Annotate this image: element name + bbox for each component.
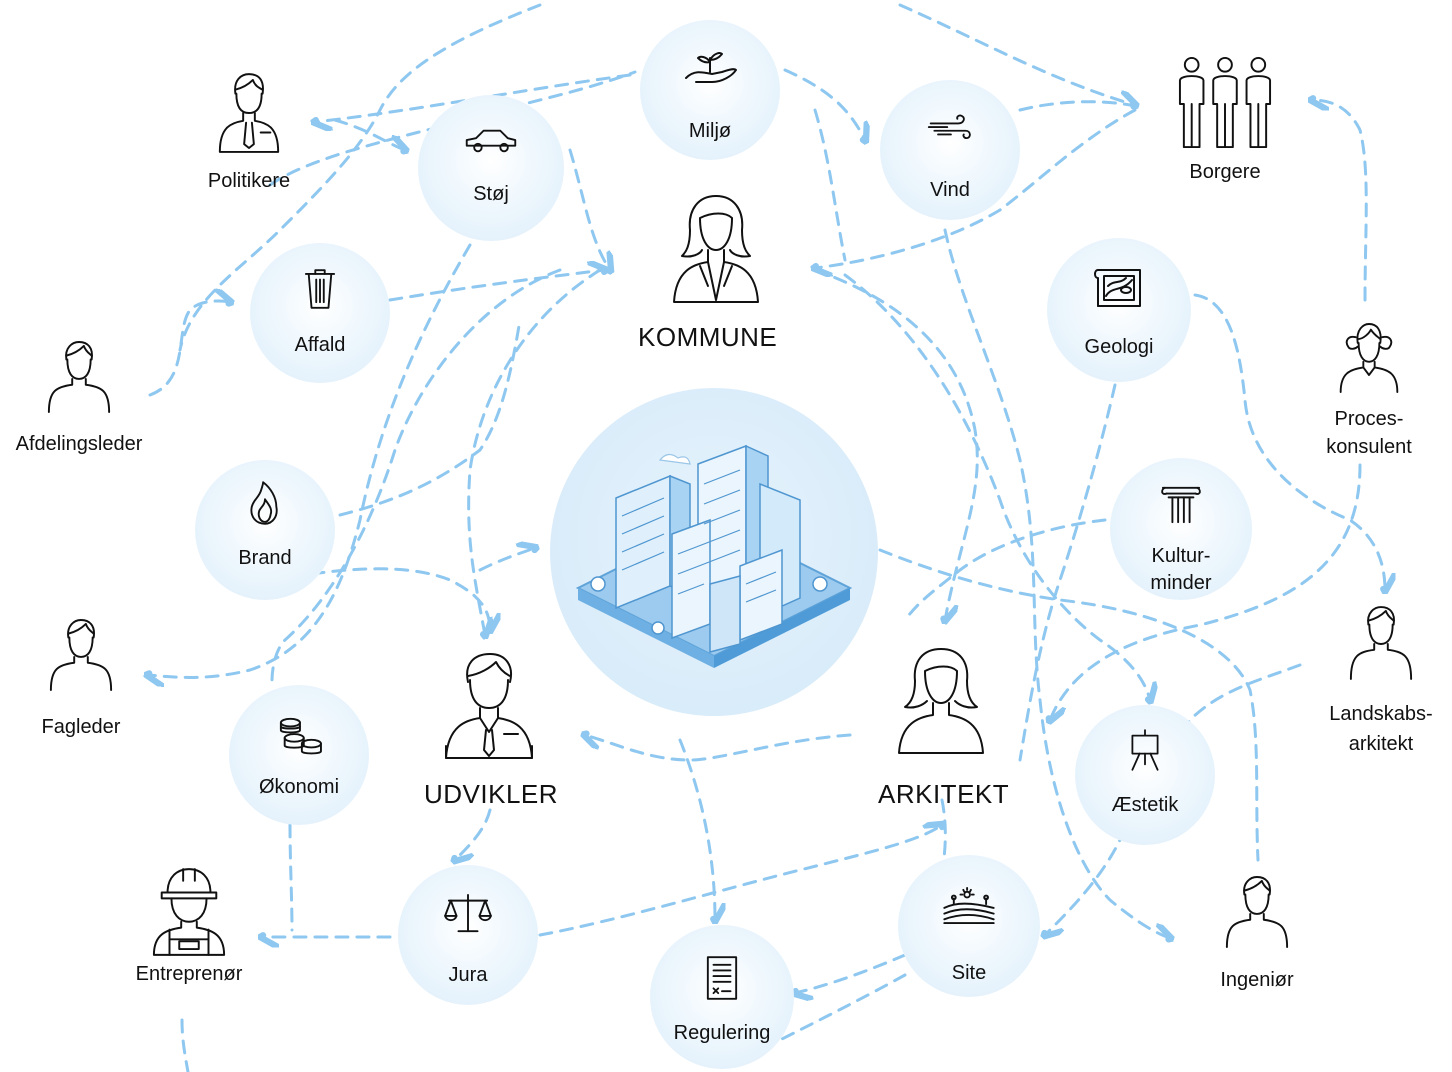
person-landskabsarkitekt: Landskabs- arkitekt	[1320, 605, 1442, 756]
topic-label: Regulering	[673, 1022, 771, 1044]
topic-regulering: Regulering	[650, 925, 794, 1069]
topic-stoj: Støj	[418, 95, 564, 241]
topic-label: Kultur-	[1151, 545, 1211, 567]
topic-miljo: Miljø	[640, 20, 780, 160]
topic-label: Geologi	[1084, 336, 1154, 358]
group-people-icon	[1178, 56, 1272, 149]
person-icon	[49, 619, 113, 691]
topic-brand: Brand	[195, 460, 335, 600]
wind-icon	[927, 114, 971, 140]
landscape-icon	[943, 887, 995, 925]
topic-label: Brand	[238, 547, 292, 569]
city-center-bubble	[550, 388, 878, 716]
topic-label: Affald	[294, 334, 346, 356]
person-borgere: Borgere	[1160, 55, 1290, 184]
woman-kommune-icon	[673, 195, 759, 303]
topic-label: Jura	[448, 964, 488, 986]
person-proceskonsulent: Proces- konsulent	[1310, 322, 1428, 459]
map-scroll-icon	[1094, 269, 1141, 307]
scales-icon	[444, 893, 492, 933]
udvikler-label: UDVIKLER	[424, 779, 559, 809]
person-label: Borgere	[1189, 161, 1261, 183]
person-politikere: Politikere	[190, 72, 308, 193]
topic-label: Æstetik	[1111, 794, 1179, 816]
topic-label: minder	[1150, 572, 1212, 594]
person-label: Politikere	[207, 170, 291, 192]
topic-label: Miljø	[688, 120, 732, 142]
person-label: Entreprenør	[135, 963, 243, 985]
topic-label: Site	[951, 962, 987, 984]
coins-icon	[279, 717, 322, 755]
person-label: Ingeniør	[1220, 969, 1294, 991]
arkitekt-label: ARKITEKT	[878, 779, 1010, 809]
person-icon	[1225, 876, 1289, 948]
city-buildings-icon	[575, 444, 853, 668]
easel-icon	[1131, 729, 1159, 771]
person-afdelingsleder: Afdelingsleder	[4, 340, 154, 456]
person-label: Landskabs-	[1329, 703, 1433, 725]
girl-icon	[1339, 323, 1399, 393]
person-label: Proces-	[1334, 408, 1404, 430]
trash-bin-icon	[304, 269, 336, 309]
topic-affald: Affald	[250, 243, 390, 383]
topic-label: Vind	[930, 179, 970, 201]
construction-worker-icon	[152, 868, 226, 956]
person-fagleder: Fagleder	[22, 618, 140, 739]
topic-vind: Vind	[880, 80, 1020, 220]
topic-okonomi: Økonomi	[229, 685, 369, 825]
topic-site: Site	[898, 855, 1040, 997]
businessman-icon	[218, 73, 280, 153]
topic-kulturminder: Kultur- minder	[1110, 458, 1252, 600]
person-icon	[47, 341, 111, 413]
column-icon	[1161, 486, 1201, 524]
flame-icon	[250, 481, 278, 525]
person-label: Afdelingsleder	[15, 433, 143, 455]
man-udvikler-icon	[445, 653, 533, 759]
person-label: arkitekt	[1348, 733, 1414, 755]
person-ingenior: Ingeniør	[1198, 875, 1316, 992]
topic-label: Støj	[473, 183, 509, 205]
woman-arkitekt-icon	[898, 648, 984, 754]
hand-plant-icon	[685, 52, 737, 83]
person-entreprenor: Entreprenør	[124, 865, 254, 986]
kommune-label: KOMMUNE	[638, 322, 778, 352]
document-icon	[706, 956, 738, 1000]
topic-jura: Jura	[398, 865, 538, 1005]
topic-geologi: Geologi	[1047, 238, 1191, 382]
topic-aestetik: Æstetik	[1075, 705, 1215, 845]
car-icon	[465, 129, 517, 153]
topic-label: Økonomi	[258, 776, 340, 798]
person-icon	[1349, 606, 1413, 680]
person-label: konsulent	[1326, 436, 1412, 458]
person-label: Fagleder	[41, 716, 121, 738]
